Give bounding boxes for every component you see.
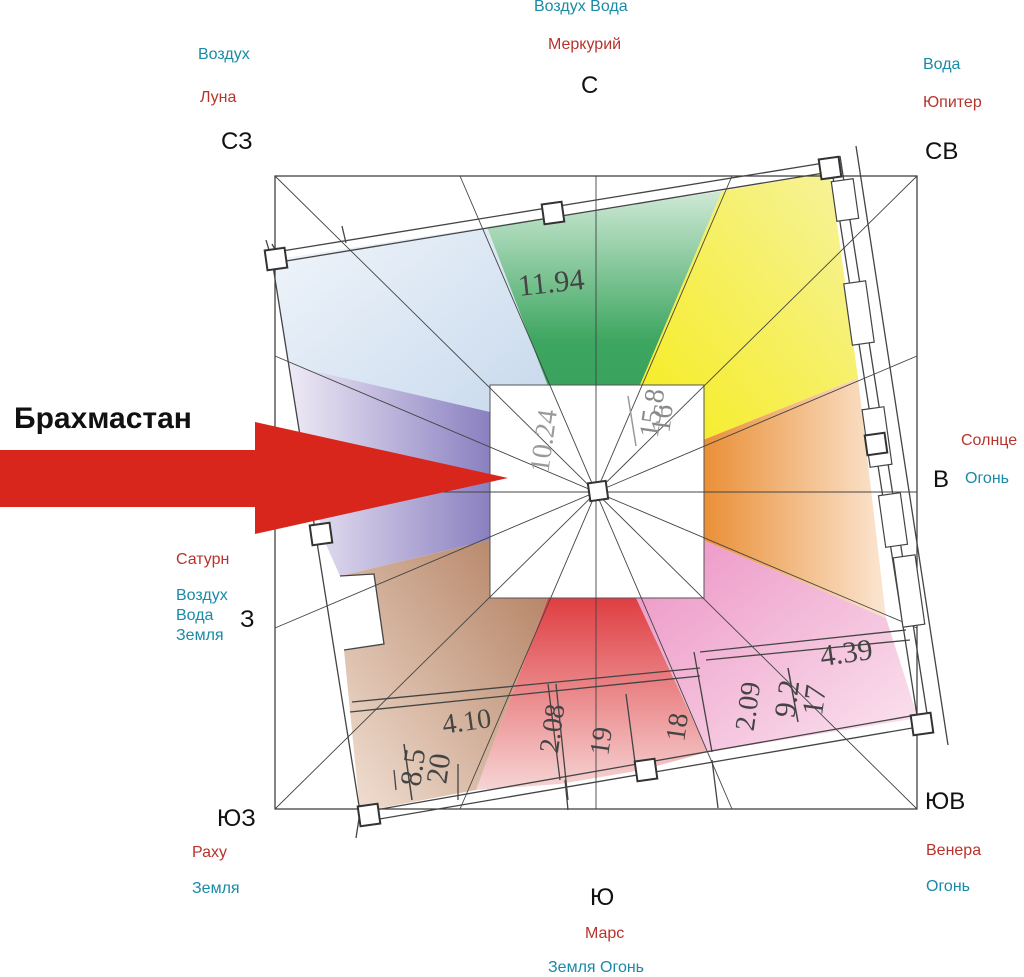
room-label-n: 11.94 <box>517 263 586 303</box>
sector-sw <box>340 540 548 812</box>
planet-se: Венера <box>926 842 982 859</box>
room-label-se-area: 4.39 <box>818 633 875 673</box>
room-label-se-frac-top: 17 <box>796 683 833 717</box>
planet-w: Сатурн <box>176 551 230 568</box>
room-labels: 11.94 10.24 16 15.8 4.39 17 9.2 2.09 4.1… <box>394 263 874 788</box>
room-label-sw-frac-top: 20 <box>420 751 457 785</box>
fraction-bar-sw <box>403 743 413 801</box>
room-label-se-side: 2.09 <box>730 680 768 733</box>
sector-e <box>703 378 886 618</box>
direction-w: З <box>240 606 255 633</box>
room-label-s-c: 18 <box>660 711 695 743</box>
elements-w-3: Земля <box>176 627 224 644</box>
direction-se: ЮВ <box>925 788 966 815</box>
planet-s: Марс <box>585 925 625 942</box>
room-label-s-a: 2.08 <box>534 702 572 755</box>
direction-s: Ю <box>590 884 615 911</box>
room-label-center-b-top: 16 <box>645 402 680 434</box>
direction-n: С <box>581 72 599 99</box>
column-markers <box>263 155 935 828</box>
elements-se: Огонь <box>926 878 970 895</box>
elements-w-2: Вода <box>176 607 214 624</box>
sector-n <box>487 191 722 492</box>
direction-sw: ЮЗ <box>217 805 256 832</box>
brahmasthan-arrow <box>0 422 508 534</box>
sector-ne <box>640 172 858 440</box>
planet-nw: Луна <box>200 89 237 106</box>
elements-s: Земля Огонь <box>548 959 645 976</box>
sector-s <box>476 598 708 790</box>
room-label-sw-area: 4.10 <box>440 703 493 741</box>
elements-ne: Вода <box>923 56 961 73</box>
elements-n: Воздух Вода <box>534 0 628 15</box>
sector-se <box>636 540 918 752</box>
room-label-s-b: 19 <box>584 725 619 757</box>
elements-w-1: Воздух <box>176 587 228 604</box>
planet-ne: Юпитер <box>923 94 982 111</box>
planet-e: Солнце <box>961 432 1018 449</box>
elements-sw: Земля <box>192 880 240 897</box>
direction-ne: СВ <box>925 138 959 165</box>
fraction-bar-center <box>627 395 637 447</box>
planet-sw: Раху <box>192 844 228 861</box>
planet-n: Меркурий <box>548 36 622 53</box>
room-label-center-b-bottom: 15.8 <box>634 387 672 440</box>
fraction-bar-se <box>787 667 799 723</box>
elements-nw: Воздух <box>198 46 250 63</box>
direction-nw: СЗ <box>221 128 253 155</box>
title: Брахмастан <box>14 402 192 435</box>
elements-e: Огонь <box>965 470 1009 487</box>
direction-e: В <box>933 466 950 493</box>
room-label-se-frac-bottom: 9.2 <box>768 678 806 720</box>
room-label-sw-frac-bottom: 8.5 <box>394 746 432 788</box>
